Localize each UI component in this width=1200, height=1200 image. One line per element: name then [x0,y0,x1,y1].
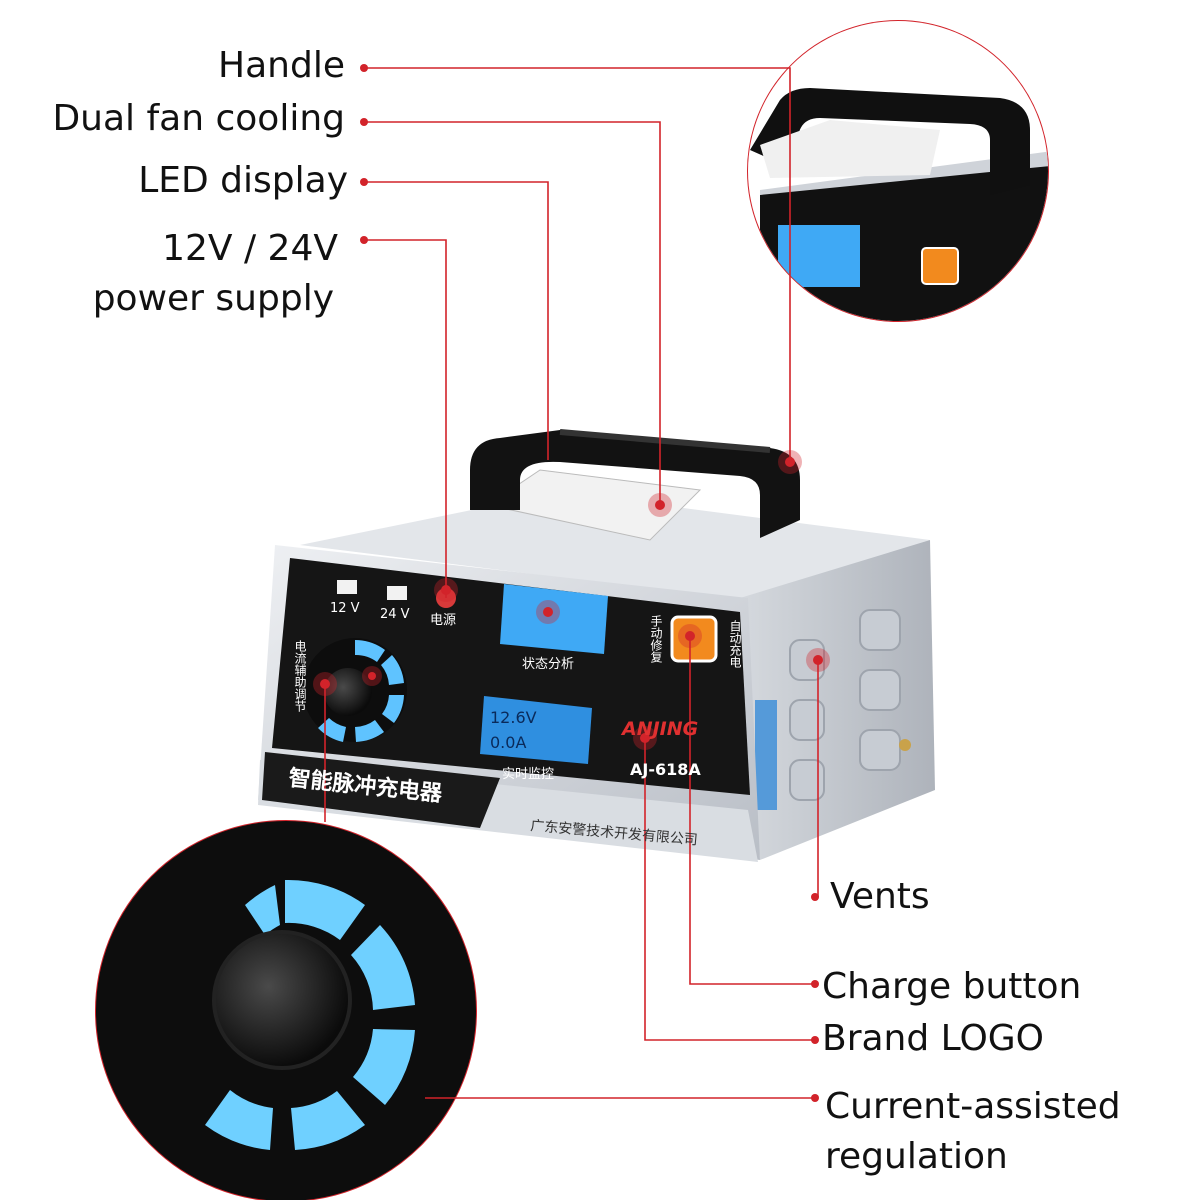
callout-current-line1: Current-assisted [825,1086,1121,1127]
callout-power-supply-line2: power supply [92,278,334,319]
brand-logo: ANJING [620,718,698,740]
vents [789,609,901,801]
callout-vents: Vents [830,876,930,917]
handle [470,430,800,538]
label-monitor-cn: 实时监控 [502,767,554,782]
label-24v: 24 V [380,607,410,622]
callout-led-display: LED display [138,160,348,201]
label-auto-cn: 自动充电 [728,620,742,668]
callout-charge-button: Charge button [822,966,1082,1007]
lcd-voltage: 12.6V [490,708,537,727]
label-status-cn: 状态分析 [522,657,574,672]
callout-power-supply-line1: 12V / 24V [162,228,338,269]
model-number: AJ-618A [630,760,701,779]
callout-handle: Handle [218,45,345,86]
lcd-current: 0.0A [490,733,526,752]
callout-dual-fan: Dual fan cooling [52,98,345,139]
callout-brand-logo: Brand LOGO [822,1018,1045,1059]
label-12v: 12 V [330,601,360,616]
front-panel [272,558,750,795]
label-manual-cn: 手动修复 [649,615,663,663]
callout-current-line2: regulation [825,1136,1008,1177]
knob [303,638,407,742]
case-top [300,492,930,600]
label-power-cn: 电源 [430,613,456,628]
label-knob-cn: 电流辅助调节 [293,640,307,712]
